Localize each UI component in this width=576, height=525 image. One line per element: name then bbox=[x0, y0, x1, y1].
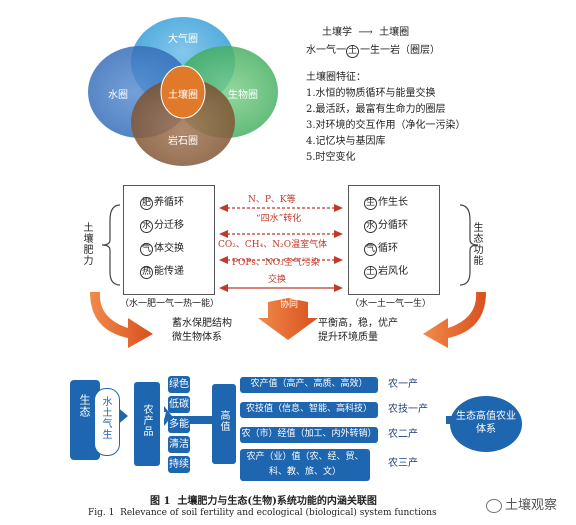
eco-agri-oval-text: 生态高值农业体系 bbox=[456, 411, 516, 435]
fertility-item-text: 能传递 bbox=[154, 266, 184, 277]
value-row-1: 农产值（高产、高质、高效） bbox=[240, 377, 378, 393]
tag-lowcarbon: 低碳 bbox=[168, 396, 190, 413]
heat-ring-icon: 热 bbox=[140, 266, 153, 279]
gas-ring-icon: 气 bbox=[364, 243, 377, 256]
fertility-item-3: 气体交换 bbox=[140, 243, 184, 256]
tag-multienergy: 多能 bbox=[168, 416, 190, 433]
npk-label: N、P、K等 bbox=[248, 195, 296, 205]
function-item-2: 水分循环 bbox=[364, 220, 408, 233]
chain-part-a: 水一气一 bbox=[306, 45, 346, 56]
function-item-1: 生作生长 bbox=[364, 197, 408, 210]
synergy-label: 协同 bbox=[280, 300, 299, 310]
caption-en-prefix: Fig. 1 bbox=[88, 508, 115, 518]
value-row-3: 农（市）经值（加工、内外转销） bbox=[240, 427, 378, 443]
function-item-4: 土岩风化 bbox=[364, 266, 408, 279]
water-soil-gas-life-text: 水土气生 bbox=[100, 396, 111, 440]
caption-en-text: Relevance of soil fertility and ecologic… bbox=[120, 508, 437, 518]
soil-science-text: 土壤学 bbox=[322, 27, 352, 38]
right-note-1: 平衡高，稳，优产 bbox=[318, 318, 398, 329]
eco-left-text: 生态 bbox=[78, 394, 91, 418]
function-item-text: 岩风化 bbox=[378, 266, 408, 277]
chain-part-b: 一生一岩（圈层） bbox=[360, 45, 440, 56]
function-item-3: 气循环 bbox=[364, 243, 398, 256]
side-brackets bbox=[101, 204, 479, 286]
fertility-item-4: 热能传递 bbox=[140, 266, 184, 279]
features-title: 土壤圈特征： bbox=[306, 72, 366, 83]
function-item-text: 作生长 bbox=[378, 197, 408, 208]
wechat-icon bbox=[486, 498, 502, 513]
pedosphere-circle bbox=[160, 65, 206, 119]
water-soil-gas-life-circle bbox=[94, 388, 120, 456]
exchange-label: 交换 bbox=[268, 275, 287, 285]
soil-ring-icon: 土 bbox=[346, 45, 359, 58]
feature-1: 1.水恒的物质循环与能量交换 bbox=[306, 88, 436, 99]
watermark: 土壤观察 bbox=[486, 494, 557, 513]
feature-3: 3.对环境的交互作用（净化一污染） bbox=[306, 120, 466, 131]
fertility-item-text: 养循环 bbox=[154, 197, 184, 208]
feature-4: 4.记忆块与基因库 bbox=[306, 136, 386, 147]
row-label-1: 农一产 bbox=[388, 379, 418, 390]
function-item-text: 循环 bbox=[378, 243, 398, 254]
eco-function-label: 生态功能 bbox=[471, 222, 482, 266]
tag-sustainable: 持续 bbox=[168, 456, 190, 473]
pollution-label: POPs、NO₃空气污染 bbox=[232, 258, 320, 268]
fertility-item-text: 体交换 bbox=[154, 243, 184, 254]
feature-5: 5.时空变化 bbox=[306, 152, 356, 163]
caption-cn: 图 1 土壤肥力与生态(生物)系统功能的内涵关联图 bbox=[150, 492, 377, 507]
lithosphere-circle bbox=[131, 78, 235, 166]
caption-en: Fig. 1 Relevance of soil fertility and e… bbox=[88, 508, 437, 518]
watermark-text: 土壤观察 bbox=[505, 498, 558, 513]
left-note-1: 蓄水保肥结构 bbox=[172, 318, 232, 329]
caption-cn-text: 土壤肥力与生态(生物)系统功能的内涵关联图 bbox=[177, 496, 377, 507]
venn-label-right: 生物圈 bbox=[228, 90, 258, 101]
eco-function-box bbox=[348, 185, 440, 295]
value-row-4: 农产（业）值（农、经、贸、科、教、旅、文） bbox=[240, 449, 370, 481]
pedosphere-text: 土壤圈 bbox=[379, 27, 410, 38]
eco-agri-oval bbox=[450, 396, 522, 452]
high-value-text: 高值 bbox=[218, 410, 229, 432]
feature-2: 2.最活跃，最富有生命力的圈层 bbox=[306, 104, 446, 115]
tag-green: 绿色 bbox=[168, 376, 190, 393]
four-water-label: “四水”转化 bbox=[256, 214, 302, 224]
right-note-2: 提升环境质量 bbox=[318, 332, 378, 343]
product-text: 农产品 bbox=[141, 404, 152, 437]
soil-fertility-box bbox=[123, 185, 215, 295]
orange-arrows bbox=[90, 292, 486, 348]
left-note-2: 微生物体系 bbox=[172, 332, 222, 343]
venn-label-bottom: 岩石圈 bbox=[168, 136, 198, 147]
venn-label-top: 大气圈 bbox=[168, 34, 198, 45]
venn-label-center: 土壤圈 bbox=[168, 90, 198, 101]
value-row-2: 农技值（信息、智能、高科技） bbox=[240, 402, 378, 418]
row-label-4: 农三产 bbox=[388, 458, 418, 469]
row-label-2: 农技一产 bbox=[388, 404, 428, 415]
function-item-text: 分循环 bbox=[378, 220, 408, 231]
greenhouse-label: CO₂、CH₄、N₂O温室气体 bbox=[218, 240, 328, 250]
venn-diagram bbox=[88, 17, 278, 166]
product-box: 农产品 bbox=[134, 382, 160, 466]
gas-ring-icon: 气 bbox=[140, 243, 153, 256]
soil-science-line: 土壤学 ⟶ 土壤圈 bbox=[322, 27, 409, 39]
fertility-item-1: 肥养循环 bbox=[140, 197, 184, 210]
water-ring-icon: 水 bbox=[140, 220, 153, 233]
growth-ring-icon: 生 bbox=[364, 197, 377, 210]
fertility-item-2: 水分迁移 bbox=[140, 220, 184, 233]
middle-arrows bbox=[219, 204, 343, 292]
venn-label-left: 水圈 bbox=[108, 90, 128, 101]
water-ring-icon: 水 bbox=[364, 220, 377, 233]
nutrient-ring-icon: 肥 bbox=[140, 197, 153, 210]
soil-ring-icon: 土 bbox=[364, 266, 377, 279]
soil-fertility-label: 土壤肥力 bbox=[81, 222, 92, 266]
caption-cn-prefix: 图 1 bbox=[150, 496, 171, 507]
sphere-chain-line: 水一气一土一生一岩（圈层） bbox=[306, 45, 440, 58]
high-value-box: 高值 bbox=[212, 384, 236, 464]
row-label-3: 农二产 bbox=[388, 429, 418, 440]
fertility-item-text: 分迁移 bbox=[154, 220, 184, 231]
tag-clean: 清洁 bbox=[168, 436, 190, 453]
arrow-right-icon: ⟶ bbox=[355, 27, 376, 38]
fertility-formula: （水一肥一气一热一能） bbox=[118, 299, 222, 310]
function-formula: （水一土一气一生） bbox=[348, 299, 434, 310]
